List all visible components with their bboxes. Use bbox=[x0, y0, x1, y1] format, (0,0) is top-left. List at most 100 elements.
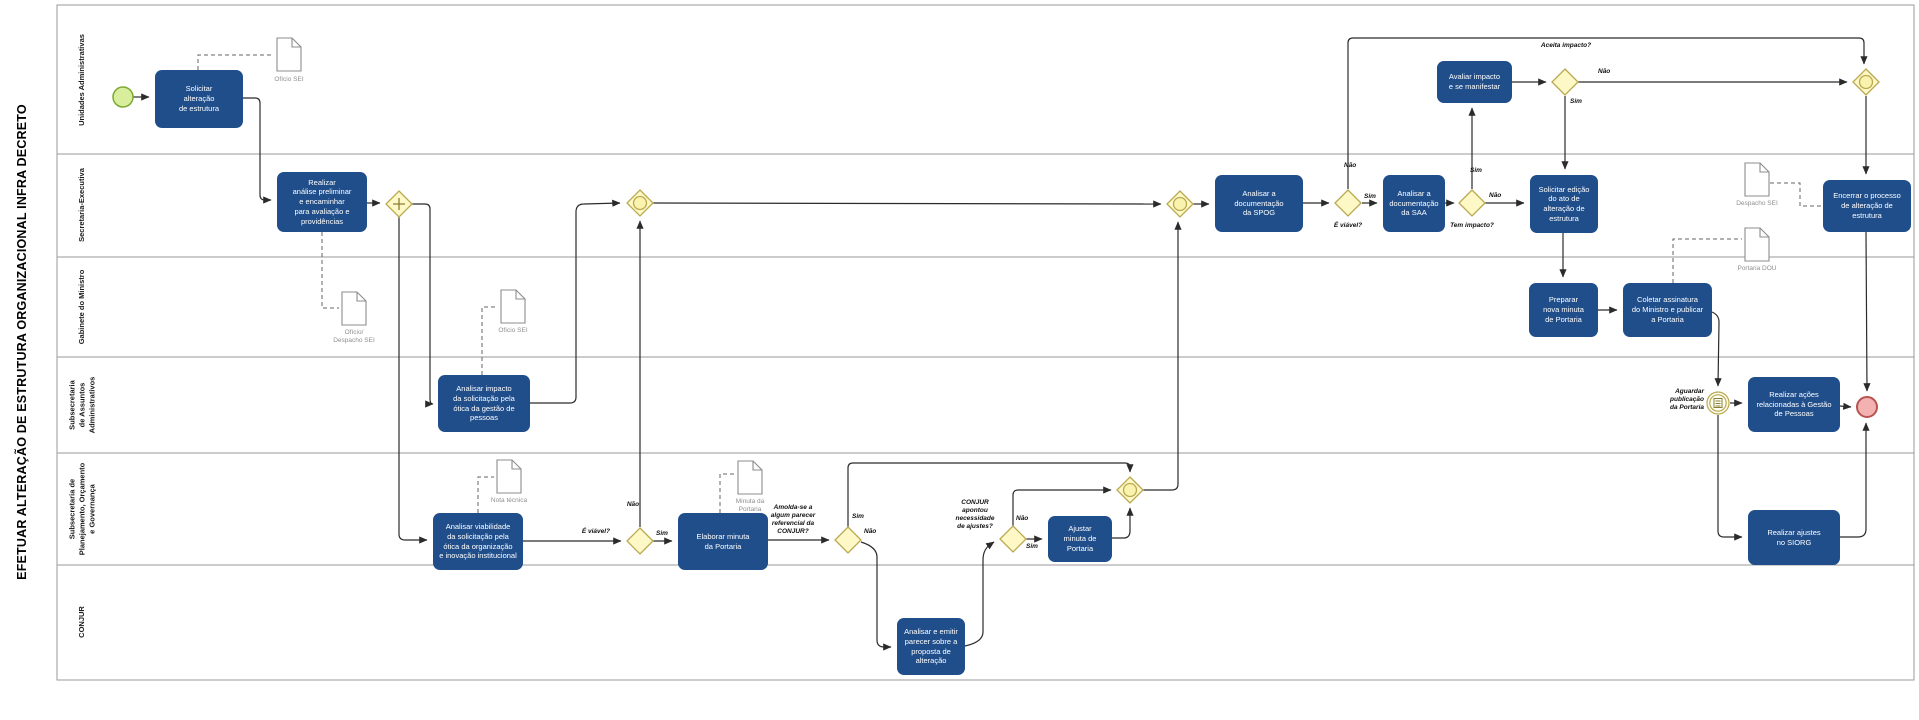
lane-label-subsecretaria-assuntos-administrativos: Subsecretaria de Assuntos Administrativo… bbox=[67, 376, 96, 434]
pool-and-lanes bbox=[56, 4, 1915, 681]
task-preparar-minuta: Preparar nova minuta de Portaria bbox=[1529, 283, 1598, 337]
task-coletar-assinatura: Coletar assinatura do Ministro e publica… bbox=[1623, 283, 1712, 337]
label-tem-impacto: Tem impacto? bbox=[1450, 222, 1494, 229]
document-associations bbox=[197, 54, 1821, 513]
label-nao-aceita: Não bbox=[1598, 68, 1611, 75]
label-nao-eviavel-se: Não bbox=[1344, 162, 1357, 169]
flow-impacto-gestao-to-merge bbox=[530, 199, 621, 404]
assoc-despacho-encerrar bbox=[1770, 182, 1821, 207]
assoc-elaborar-minuta bbox=[719, 473, 735, 513]
start-event bbox=[112, 86, 134, 108]
task-realizar-analise: Realizar análise preliminar e encaminhar… bbox=[277, 172, 367, 232]
diagram-title: EFETUAR ALTERAÇÃO DE ESTRUTURA ORGANIZAC… bbox=[15, 104, 29, 580]
label-e-viavel-spog: É viável? bbox=[581, 528, 610, 535]
label-aguardar-publicacao: Aguardar publicação da Portaria bbox=[1670, 388, 1704, 412]
document-oficio-despacho-sei bbox=[341, 291, 367, 326]
doclabel-nota-tecnica: Nota técnica bbox=[490, 497, 528, 504]
flow-coletar-to-aguardar bbox=[1711, 311, 1722, 387]
flow-ajustar-to-merge bbox=[1112, 507, 1134, 539]
flow-merge-to-merge2-up bbox=[1143, 221, 1182, 491]
lane-label-gabinete-do-ministro: Gabinete do Ministro bbox=[77, 269, 87, 345]
task-solicitar-alteracao: Solicitar alteração de estrutura bbox=[155, 70, 243, 128]
doclabel-portaria-dou: Portaria DOU bbox=[1737, 265, 1777, 272]
gateway-aceita-impacto bbox=[1551, 68, 1579, 96]
gateway-conjur-ajustes bbox=[999, 525, 1027, 553]
label-aceita-impacto: Aceita impacto? bbox=[1540, 42, 1592, 49]
flow-conjur-to-apontou bbox=[964, 541, 995, 647]
flow-apontou-nao-to-merge bbox=[1012, 486, 1112, 526]
document-portaria-dou bbox=[1744, 227, 1770, 262]
assoc-viabilidade-nota bbox=[477, 476, 494, 513]
task-analisar-doc-spog: Analisar a documentação da SPOG bbox=[1215, 175, 1303, 232]
document-despacho-sei bbox=[1744, 162, 1770, 197]
flow-parallel-to-impacto-gestao bbox=[412, 203, 434, 408]
label-sim-tem-impacto: Sim bbox=[1470, 167, 1482, 174]
lane-label-unidades-administrativas: Unidades Administrativas bbox=[77, 34, 87, 126]
doclabel-despacho-sei: Despacho SEI bbox=[1736, 200, 1778, 207]
assoc-coletar-portaria-dou bbox=[1672, 238, 1742, 283]
lane-label-subsecretaria-planejamento: Subsecretaria de Planejamento, Orçamento… bbox=[67, 462, 96, 556]
label-amolda: Amolda-se a algum parecer referencial da… bbox=[770, 504, 816, 536]
task-analisar-emitir-parecer: Analisar e emitir parecer sobre a propos… bbox=[897, 618, 965, 675]
gateway-e-viavel-spog bbox=[626, 527, 654, 555]
task-avaliar-impacto: Avaliar impacto e se manifestar bbox=[1437, 61, 1512, 103]
label-sim-eviavel-se: Sim bbox=[1364, 193, 1376, 200]
assoc-solicitar-oficio bbox=[197, 54, 274, 70]
documents bbox=[276, 37, 1770, 495]
task-analisar-viabilidade: Analisar viabilidade da solicitação pela… bbox=[433, 513, 523, 570]
flow-parallel-to-viabilidade bbox=[398, 217, 428, 544]
inclusive-circle-icon bbox=[632, 195, 648, 211]
flow-acoes-to-end bbox=[1839, 402, 1852, 410]
task-elaborar-minuta: Elaborar minuta da Portaria bbox=[678, 513, 768, 570]
document-nota-tecnica bbox=[496, 459, 522, 494]
task-analisar-impacto-gestao: Analisar impacto da solicitação pela óti… bbox=[438, 375, 530, 432]
gateways bbox=[385, 68, 1880, 555]
doclabel-oficio-sei-2: Ofício SEI bbox=[498, 327, 528, 334]
flow-encerrar-to-end bbox=[1863, 231, 1871, 392]
task-solicitar-edicao: Solicitar edição do ato de alteração de … bbox=[1530, 175, 1598, 233]
label-sim-amolda: Sim bbox=[852, 513, 864, 520]
label-nao-tem-impacto: Não bbox=[1489, 192, 1502, 199]
label-nao-conjur: Não bbox=[1016, 515, 1029, 522]
plus-icon bbox=[393, 198, 405, 210]
label-e-viavel-se: É viável? bbox=[1333, 222, 1363, 229]
gateway-amolda-parecer bbox=[834, 526, 862, 554]
doclabel-oficio-despacho-sei: Ofício/ Despacho SEI bbox=[333, 329, 375, 344]
task-realizar-ajustes-siorg: Realizar ajustes no SIORG bbox=[1748, 510, 1840, 565]
gateway-e-viavel-se bbox=[1334, 189, 1362, 217]
flow-aguardar-to-ajustes-siorg bbox=[1717, 415, 1743, 541]
flow-merge-to-merge2 bbox=[652, 200, 1162, 208]
lane-label-conjur: CONJUR bbox=[77, 606, 87, 638]
label-sim-eviavel-spog: Sim bbox=[656, 530, 668, 537]
flow-ajustes-to-end bbox=[1840, 422, 1870, 538]
sequence-flows bbox=[133, 37, 1871, 651]
pool-border bbox=[56, 4, 1915, 681]
flow-amolda-nao-to-conjur bbox=[860, 541, 892, 651]
intermediate-event-aguardar bbox=[1706, 391, 1730, 415]
gateway-tem-impacto bbox=[1458, 189, 1486, 217]
document-oficio-sei-1 bbox=[276, 37, 302, 72]
task-analisar-doc-saa: Analisar a documentação da SAA bbox=[1383, 175, 1445, 232]
inclusive-circle-icon bbox=[1172, 196, 1188, 212]
lane-label-secretaria-executiva: Secretaria-Executiva bbox=[77, 168, 87, 242]
flow-solicitar-to-analise bbox=[243, 97, 272, 204]
doclabel-oficio-sei-1: Ofício SEI bbox=[274, 76, 304, 83]
conditional-icon bbox=[1713, 398, 1723, 408]
document-oficio-sei-2 bbox=[500, 289, 526, 324]
label-nao-eviavel-spog: Não bbox=[626, 501, 640, 508]
flow-amolda-sim-to-merge bbox=[847, 462, 1134, 527]
label-nao-amolda: Não bbox=[864, 528, 877, 535]
label-conjur-ajustes: CONJUR apontou necessidade de ajustes? bbox=[955, 499, 995, 531]
end-event bbox=[1856, 396, 1878, 418]
assoc-analise-oficio-despacho bbox=[321, 232, 339, 309]
task-encerrar-processo: Encerrar o processo de alteração de estr… bbox=[1823, 180, 1911, 232]
assoc-impacto-oficio bbox=[481, 306, 498, 375]
flow-eviavel2-nao-to-gateway bbox=[1347, 37, 1868, 189]
task-realizar-acoes-gestao: Realizar ações relacionadas à Gestão de … bbox=[1748, 377, 1840, 432]
doclabel-minuta-portaria: Minuta da Portaria bbox=[735, 498, 765, 513]
label-sim-conjur: Sim bbox=[1026, 543, 1038, 550]
task-ajustar-minuta: Ajustar minuta de Portaria bbox=[1048, 516, 1112, 562]
label-sim-aceita: Sim bbox=[1570, 98, 1582, 105]
